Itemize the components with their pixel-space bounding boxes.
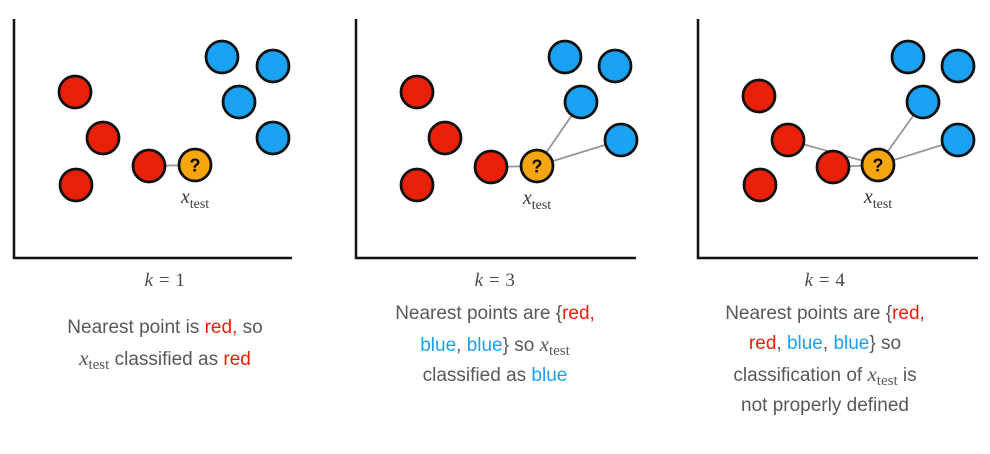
scatter-plot: ? xtest — [12, 19, 292, 260]
description-line: Nearest points are {red, — [660, 299, 990, 329]
blue-point — [547, 39, 583, 75]
blue-point — [890, 39, 926, 75]
red-point — [427, 120, 463, 156]
description-line: Nearest point is red, so — [0, 313, 330, 343]
text-segment-body: , — [822, 333, 834, 354]
blue-point — [563, 84, 599, 120]
red-point — [473, 149, 509, 185]
blue-point — [255, 48, 291, 84]
red-point — [770, 122, 806, 158]
blue-point — [204, 39, 240, 75]
red-point — [742, 167, 778, 203]
blue-point — [940, 48, 976, 84]
caption-variable: k — [804, 270, 814, 291]
text-segment-blue: blue — [531, 365, 568, 386]
panel-caption: k = 3 — [330, 270, 660, 292]
red-point — [57, 74, 93, 110]
text-segment-red: red — [223, 349, 251, 370]
axis-lines — [12, 19, 292, 260]
blue-point — [603, 122, 639, 158]
panel-caption: k = 4 — [660, 270, 990, 292]
text-segment-body: classified as — [422, 365, 532, 386]
red-point — [58, 167, 94, 203]
text-segment-red: red — [748, 333, 777, 354]
text-segment-red: red, — [204, 317, 238, 338]
text-segment-body: so — [237, 317, 263, 338]
x-test-label: xtest — [180, 186, 209, 212]
caption-value: = 1 — [153, 270, 186, 291]
blue-point — [597, 48, 633, 84]
red-point — [399, 167, 435, 203]
question-mark: ? — [873, 156, 884, 176]
x-test-inline: xtest — [79, 346, 110, 373]
text-segment-blue: blue — [833, 333, 870, 354]
text-segment-blue: blue — [420, 335, 457, 356]
x-test-label: xtest — [522, 187, 551, 213]
red-point — [399, 74, 435, 110]
question-mark: ? — [190, 156, 201, 176]
x-test-inline: xtest — [867, 362, 898, 389]
description-line: classification of xtest is — [660, 359, 990, 391]
blue-point — [221, 84, 257, 120]
text-segment-body: } so — [502, 335, 540, 356]
description-line: blue, blue} so xtest — [330, 329, 660, 361]
blue-point — [905, 84, 941, 120]
red-point — [741, 78, 777, 114]
scatter-plot: ? xtest — [354, 19, 639, 260]
scatter-plot: ? xtest — [696, 19, 978, 260]
x-test-inline: xtest — [539, 332, 570, 359]
text-segment-blue: blue — [786, 333, 823, 354]
caption-variable: k — [144, 270, 154, 291]
description-line: classified as blue — [330, 361, 660, 391]
text-segment-body: , — [776, 333, 787, 354]
text-segment-body: , — [456, 335, 467, 356]
test-point — [519, 148, 555, 184]
axis-lines — [696, 19, 978, 260]
red-point — [131, 148, 167, 184]
panel-description: Nearest points are {red,blue, blue} so x… — [330, 299, 660, 391]
text-segment-body: is — [897, 365, 917, 386]
text-segment-blue: blue — [466, 335, 503, 356]
caption-variable: k — [474, 270, 484, 291]
question-mark: ? — [532, 157, 543, 177]
text-segment-red: red, — [892, 303, 925, 324]
caption-value: = 4 — [813, 270, 846, 291]
panel-description: Nearest points are {red,red, blue, blue}… — [660, 299, 990, 421]
red-point — [815, 149, 851, 185]
text-segment-body: Nearest points are { — [725, 303, 893, 324]
x-test-label: xtest — [863, 186, 892, 212]
description-line: not properly defined — [660, 391, 990, 421]
test-point — [177, 147, 213, 183]
blue-point — [940, 122, 976, 158]
text-segment-body: } so — [869, 333, 902, 354]
text-segment-body: classification of — [733, 365, 868, 386]
blue-point — [255, 120, 291, 156]
text-segment-body: Nearest point is — [67, 317, 205, 338]
text-segment-body: not properly defined — [741, 395, 909, 416]
red-point — [85, 120, 121, 156]
text-segment-red: red, — [562, 303, 595, 324]
description-line: Nearest points are {red, — [330, 299, 660, 329]
test-point — [860, 147, 896, 183]
panel-caption: k = 1 — [0, 270, 330, 292]
caption-value: = 3 — [483, 270, 516, 291]
description-line: xtest classified as red — [0, 343, 330, 375]
text-segment-body: classified as — [109, 349, 224, 370]
text-segment-body: Nearest points are { — [395, 303, 563, 324]
axis-lines — [354, 19, 636, 260]
description-line: red, blue, blue} so — [660, 329, 990, 359]
